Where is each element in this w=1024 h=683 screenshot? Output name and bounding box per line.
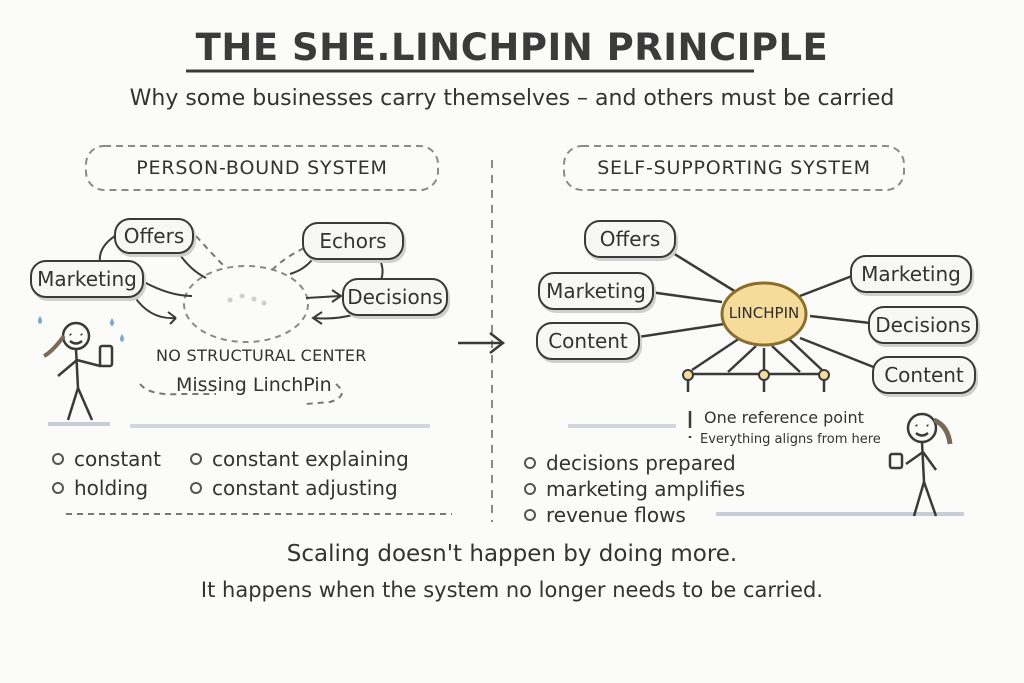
left-node-decisions: Decisions <box>342 278 448 316</box>
reference-point-sublabel: Everything aligns from here <box>700 432 881 447</box>
right-node-content-left: Content <box>536 322 640 360</box>
faint-dots <box>227 293 267 306</box>
bullet-dot-icon <box>52 452 64 465</box>
right-bullet-item: decisions prepared <box>524 451 736 475</box>
bullet-dot-icon <box>190 452 202 465</box>
right-node-marketing-left: Marketing <box>538 272 654 310</box>
page-subtitle: Why some businesses carry themselves – a… <box>129 86 895 111</box>
transition-arrow <box>458 332 506 354</box>
right-bullet-item: revenue flows <box>524 503 686 527</box>
bullet-dot-icon <box>524 482 536 495</box>
hub-support <box>686 336 826 392</box>
sweat-drops <box>38 316 124 342</box>
page-title: THE SHE.LINCHPIN PRINCIPLE <box>195 26 829 69</box>
linchpin-hub-label: LINCHPIN <box>728 304 800 322</box>
missing-center-ellipse <box>183 265 309 343</box>
reference-point-label: One reference point <box>704 408 864 427</box>
no-structural-center-label: NO STRUCTURAL CENTER <box>156 346 367 365</box>
support-joints <box>682 369 830 381</box>
stressed-person-figure <box>43 321 114 421</box>
calm-person-figure <box>888 412 953 517</box>
left-bullet-item: constant explaining <box>190 447 409 471</box>
right-node-offers: Offers <box>584 220 676 258</box>
left-bullet-item: constant adjusting <box>190 476 398 500</box>
left-bullet-item: holding <box>52 476 148 500</box>
left-bullet-item: constant <box>52 447 161 471</box>
bullet-dot-icon <box>52 481 64 494</box>
right-section-title: SELF-SUPPORTING SYSTEM <box>597 157 871 179</box>
left-section-title: PERSON-BOUND SYSTEM <box>136 157 388 179</box>
hub-connectors <box>631 248 877 370</box>
right-node-decisions: Decisions <box>868 306 978 344</box>
left-node-offers: Offers <box>114 218 194 254</box>
missing-linchpin-label: Missing LinchPin <box>176 374 332 396</box>
left-node-marketing: Marketing <box>30 260 144 298</box>
left-title-frame <box>85 145 439 191</box>
bullet-dot-icon <box>524 456 536 469</box>
right-bullet-item: marketing amplifies <box>524 477 745 501</box>
bullet-dot-icon <box>524 508 536 521</box>
bullet-dot-icon <box>190 481 202 494</box>
right-title-frame <box>563 145 905 191</box>
footer-line-1: Scaling doesn't happen by doing more. <box>286 541 738 567</box>
left-node-echors: Echors <box>302 222 404 260</box>
right-node-content-right: Content <box>872 356 976 394</box>
right-node-marketing-right: Marketing <box>850 255 972 293</box>
linchpin-hub <box>720 281 808 347</box>
footer-line-2: It happens when the system no longer nee… <box>200 578 824 602</box>
